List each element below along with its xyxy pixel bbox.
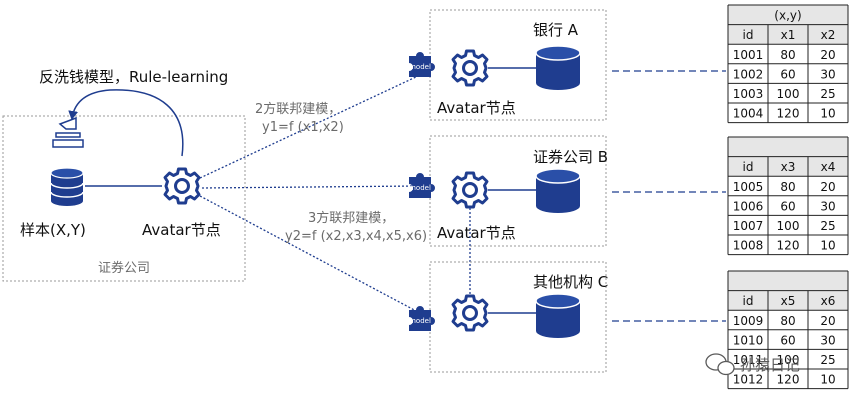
table-title-row bbox=[728, 5, 848, 25]
loop-arrow bbox=[68, 89, 184, 157]
table-title-row bbox=[728, 137, 848, 157]
table-cell: 1004 bbox=[733, 107, 764, 121]
bank-model-tag: model bbox=[409, 63, 431, 71]
table-title-row bbox=[728, 271, 848, 291]
table-cell: 1007 bbox=[733, 219, 764, 233]
table-cell: 100 bbox=[777, 87, 800, 101]
link-left-to-bank bbox=[199, 75, 419, 179]
table-title: (x,y) bbox=[774, 9, 801, 23]
table-cell: 30 bbox=[820, 199, 835, 213]
watermark: 孙猿日记 bbox=[705, 353, 800, 376]
other-model-tag: model bbox=[409, 317, 431, 325]
table-cell: 100 bbox=[777, 353, 800, 367]
loop-label: 反洗钱模型，Rule-learning bbox=[39, 68, 228, 86]
other-node-gear-icon bbox=[451, 294, 489, 332]
sample-label: 样本(X,Y) bbox=[20, 221, 86, 239]
table-header-cell: x4 bbox=[821, 160, 836, 174]
table-cell: 100 bbox=[777, 219, 800, 233]
table-cell: 1003 bbox=[733, 87, 764, 101]
data-table-3: id x5 x6 1009 80 20 1010 60 30 1011 100 25 1012 120 10 bbox=[727, 270, 849, 390]
table-cell: 20 bbox=[820, 48, 835, 62]
table-cell: 1001 bbox=[733, 48, 764, 62]
table-cell: 30 bbox=[820, 333, 835, 347]
wechat-icon bbox=[705, 353, 735, 376]
table-cell: 60 bbox=[780, 333, 795, 347]
link-left-to-securities bbox=[201, 185, 419, 189]
table-cell: 1005 bbox=[733, 180, 764, 194]
left-node-gear-icon bbox=[163, 167, 201, 205]
bank-node-label: Avatar节点 bbox=[437, 99, 516, 117]
table-cell: 80 bbox=[780, 314, 795, 328]
securities-model-tag: model bbox=[409, 184, 431, 192]
left-group-box bbox=[2, 115, 246, 282]
table-cell: 1011 bbox=[733, 353, 764, 367]
table-cell: 120 bbox=[777, 239, 800, 253]
table-cell: 10 bbox=[820, 107, 835, 121]
table-cell: 25 bbox=[820, 353, 835, 367]
data-tables: (x,y) id x1 x2 1001 80 20 1002 60 30 1003 100 25 1004… bbox=[727, 4, 849, 390]
table-cell: 120 bbox=[777, 373, 800, 387]
table-cell: 25 bbox=[820, 219, 835, 233]
three-party-line2: y2=f (x2,x3,x4,x5,x6) bbox=[285, 229, 427, 244]
left-node-label: Avatar节点 bbox=[142, 221, 221, 239]
data-table-2: id x3 x4 1005 80 20 1006 60 30 1007 100 25 1008 120 10 bbox=[727, 136, 849, 256]
table-header-cell: x5 bbox=[781, 294, 796, 308]
securities-name: 证券公司 B bbox=[533, 148, 608, 166]
table-cell: 1008 bbox=[733, 239, 764, 253]
table-header-cell: id bbox=[743, 28, 754, 42]
table-header-cell: x6 bbox=[821, 294, 836, 308]
three-party-line1: 3方联邦建模， bbox=[308, 210, 394, 226]
table-cell: 1006 bbox=[733, 199, 764, 213]
table-header-row bbox=[728, 24, 848, 45]
other-name: 其他机构 C bbox=[533, 273, 608, 291]
two-party-line1: 2方联邦建模， bbox=[255, 101, 341, 117]
bank-name: 银行 A bbox=[533, 21, 579, 39]
table-cell: 80 bbox=[780, 180, 795, 194]
rule-icon bbox=[52, 116, 84, 148]
table-cell: 30 bbox=[820, 67, 835, 81]
table-cell: 80 bbox=[780, 48, 795, 62]
table-header-cell: id bbox=[743, 160, 754, 174]
securities-node-label: Avatar节点 bbox=[437, 224, 516, 242]
watermark-text: 孙猿日记 bbox=[740, 356, 800, 374]
table-cell: 10 bbox=[820, 373, 835, 387]
left-group-caption: 证券公司 bbox=[98, 260, 150, 276]
table-cell: 20 bbox=[820, 314, 835, 328]
table-header-row bbox=[728, 156, 848, 177]
table-header-row bbox=[728, 290, 848, 311]
link-left-to-other bbox=[199, 195, 419, 313]
table-header-cell: x2 bbox=[821, 28, 836, 42]
securities-node-gear-icon bbox=[451, 171, 489, 209]
two-party-line2: y1=f (x1,x2) bbox=[262, 120, 344, 135]
table-header-cell: x3 bbox=[781, 160, 796, 174]
table-cell: 20 bbox=[820, 180, 835, 194]
table-cell: 60 bbox=[780, 199, 795, 213]
table-cell: 60 bbox=[780, 67, 795, 81]
table-cell: 1002 bbox=[733, 67, 764, 81]
table-cell: 1010 bbox=[733, 333, 764, 347]
bank-database-icon bbox=[535, 45, 581, 91]
table-cell: 10 bbox=[820, 239, 835, 253]
other-database-icon bbox=[535, 293, 581, 339]
data-table-1: (x,y) id x1 x2 1001 80 20 1002 60 30 1003 100 25 1004… bbox=[727, 4, 849, 124]
table-header-cell: id bbox=[743, 294, 754, 308]
sample-database-icon bbox=[50, 167, 84, 206]
table-header-cell: x1 bbox=[781, 28, 796, 42]
table-cell: 1012 bbox=[733, 373, 764, 387]
table-cell: 25 bbox=[820, 87, 835, 101]
bank-node-gear-icon bbox=[451, 49, 489, 87]
table-cell: 1009 bbox=[733, 314, 764, 328]
table-cell: 120 bbox=[777, 107, 800, 121]
securities-database-icon bbox=[535, 168, 581, 214]
